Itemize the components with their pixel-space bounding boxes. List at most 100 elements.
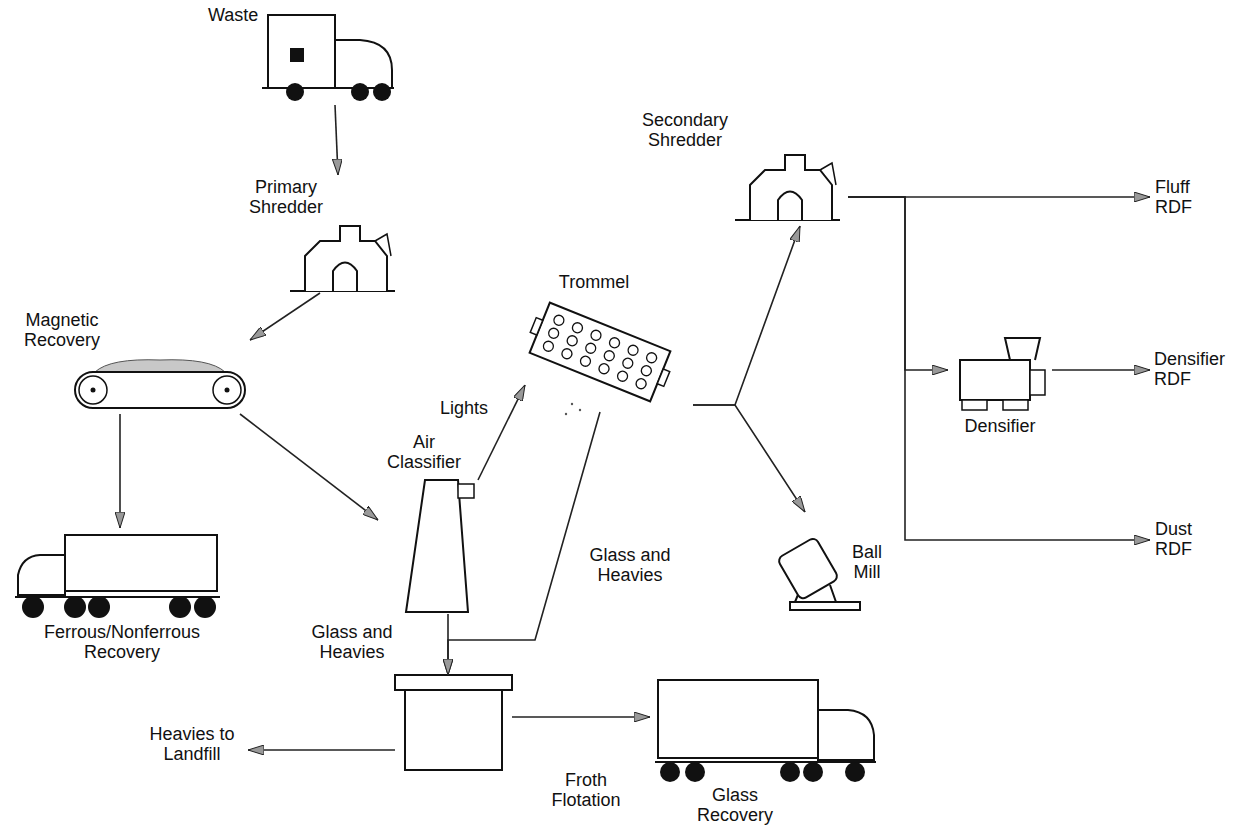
air-classifier-symbol	[458, 484, 474, 498]
glass-truck	[780, 762, 800, 782]
garbage-truck	[268, 15, 335, 88]
equipment-node: Waste	[205, 5, 397, 105]
equipment-node: Ball Mill	[788, 512, 891, 616]
magnetic-conveyor	[213, 376, 241, 404]
trommel-holes	[579, 355, 592, 368]
equipment-label: Froth Flotation	[545, 770, 627, 810]
equipment-label: Secondary Shredder	[620, 110, 750, 150]
garbage-truck	[351, 83, 369, 101]
trommel-holes	[589, 329, 602, 342]
ferrous-truck	[15, 596, 220, 598]
ferrous-truck	[22, 596, 44, 618]
trommel-holes	[598, 362, 611, 375]
glass-truck	[845, 762, 865, 782]
ball-mill-symbol	[777, 537, 839, 601]
flow-arrow	[335, 105, 338, 175]
ferrous-truck	[88, 596, 110, 618]
magnetic-conveyor	[75, 360, 245, 408]
equipment-label: Ferrous/Nonferrous Recovery	[32, 622, 212, 662]
trommel-dust	[571, 403, 573, 405]
equipment-node: Densifier RDF	[1150, 349, 1235, 393]
trommel-symbol	[657, 369, 669, 386]
garbage-truck	[286, 83, 304, 101]
equipment-node: Dust RDF	[1150, 518, 1212, 564]
flow-arrow	[512, 716, 650, 718]
garbage-truck	[290, 48, 304, 62]
trommel-holes	[621, 357, 634, 370]
flow-arrow	[240, 414, 378, 520]
flow-arrow	[248, 749, 395, 751]
equipment-node: Heavies to Landfill	[140, 722, 248, 768]
glass-truck	[803, 762, 823, 782]
densifier-symbol	[1030, 370, 1045, 395]
equipment-node: Magnetic Recovery	[8, 310, 250, 414]
densifier-symbol	[960, 338, 1045, 410]
equipment-label: Heavies to Landfill	[142, 724, 242, 764]
flow-label: Glass and Heavies	[302, 622, 402, 662]
ferrous-truck	[194, 596, 216, 618]
trommel-dust	[565, 403, 581, 415]
trommel-holes	[645, 351, 658, 364]
froth-flotation-tank	[405, 690, 502, 770]
trommel-holes	[566, 334, 579, 347]
magnetic-conveyor	[75, 372, 245, 408]
equipment-label: Ball Mill	[846, 542, 888, 582]
flow-arrow	[848, 197, 948, 370]
densifier-symbol	[960, 360, 1030, 400]
equipment-node: Froth Flotation	[395, 675, 512, 770]
primary-shredder-symbol	[290, 226, 395, 291]
flow-arrow	[693, 405, 805, 512]
equipment-label: Densifier	[954, 416, 1046, 436]
trommel-holes	[608, 336, 621, 349]
equipment-node: Glass Recovery	[650, 672, 878, 830]
equipment-label: Air Classifier	[378, 432, 470, 472]
garbage-truck	[335, 40, 392, 88]
trommel-symbol	[530, 318, 542, 335]
ball-mill-symbol	[777, 537, 860, 610]
trommel-holes	[635, 377, 648, 390]
froth-flotation-tank	[395, 675, 512, 690]
equipment-label: Densifier RDF	[1154, 349, 1232, 389]
garbage-truck	[262, 15, 394, 101]
air-classifier-symbol	[406, 480, 468, 612]
densifier-symbol	[1003, 400, 1028, 410]
ball-mill-symbol	[790, 602, 860, 610]
flow-arrow	[1052, 369, 1150, 371]
equipment-label: Fluff RDF	[1155, 177, 1209, 217]
glass-truck	[655, 680, 876, 782]
densifier-symbol	[962, 400, 987, 410]
trommel-holes	[542, 340, 555, 353]
flow-arrow	[119, 414, 121, 528]
trommel-dust	[579, 409, 581, 411]
equipment-node: Air Classifier	[378, 432, 478, 614]
trommel-holes	[584, 342, 597, 355]
flow-label-text: Lights	[436, 398, 492, 418]
froth-flotation-tank	[395, 675, 512, 770]
ferrous-truck	[64, 596, 86, 618]
equipment-label: Waste	[208, 5, 268, 25]
trommel-holes	[627, 344, 640, 357]
trommel-holes	[603, 349, 616, 362]
equipment-node: Trommel	[525, 272, 693, 412]
trommel-holes	[552, 314, 565, 327]
flow-label: Lights	[436, 398, 492, 418]
trommel-holes	[560, 347, 573, 360]
trommel-symbol	[530, 303, 671, 402]
magnetic-conveyor	[225, 388, 230, 393]
flow-arrow	[250, 293, 320, 340]
trommel-holes	[616, 370, 629, 383]
flow-arrow	[848, 197, 1150, 540]
trommel-holes	[640, 364, 653, 377]
secondary-shredder-symbol	[735, 155, 840, 220]
glass-truck	[818, 710, 874, 760]
glass-truck	[660, 762, 680, 782]
equipment-node: Densifier	[948, 328, 1052, 443]
flow-arrow	[693, 226, 800, 405]
equipment-label: Trommel	[553, 272, 635, 292]
glass-truck	[685, 762, 705, 782]
equipment-label: Dust RDF	[1155, 519, 1209, 559]
flow-label: Glass and Heavies	[580, 545, 680, 585]
